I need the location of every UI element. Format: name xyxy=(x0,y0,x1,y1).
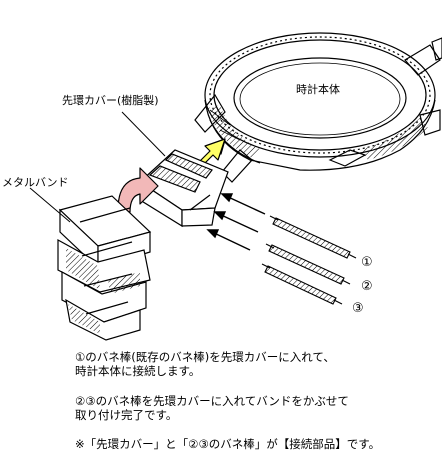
end-cap-drawing xyxy=(139,149,229,228)
spring-bar-2 xyxy=(265,243,351,285)
watch-body-label: 時計本体 xyxy=(296,83,340,96)
pin-number-3: ③ xyxy=(352,301,364,316)
step1-line2: 時計本体に接続します。 xyxy=(75,364,201,378)
metal-band-label: メタルバンド xyxy=(2,176,69,189)
connection-parts-note: ※「先環カバー」と「②③のバネ棒」が【接続部品】です。 xyxy=(75,437,381,451)
watch-body-drawing xyxy=(194,32,442,183)
pink-arrow xyxy=(117,167,159,213)
pin-number-1: ① xyxy=(361,255,373,270)
step1-line1: ①のバネ棒(既存のバネ棒)を先環カバーに入れて、 xyxy=(75,350,335,364)
end-cap-label: 先環カバー(樹脂製) xyxy=(62,94,159,107)
step2-line1: ②③のバネ棒を先環カバーに入れてバンドをかぶせて xyxy=(75,394,349,408)
step2-line2: 取り付け完了です。 xyxy=(75,408,178,422)
pin-number-2: ② xyxy=(361,279,373,294)
spring-bar-1 xyxy=(269,215,357,259)
insertion-arrows xyxy=(206,193,266,251)
metal-band-drawing xyxy=(57,195,152,341)
spring-bar-3 xyxy=(261,263,343,305)
spring-bars xyxy=(261,215,357,305)
